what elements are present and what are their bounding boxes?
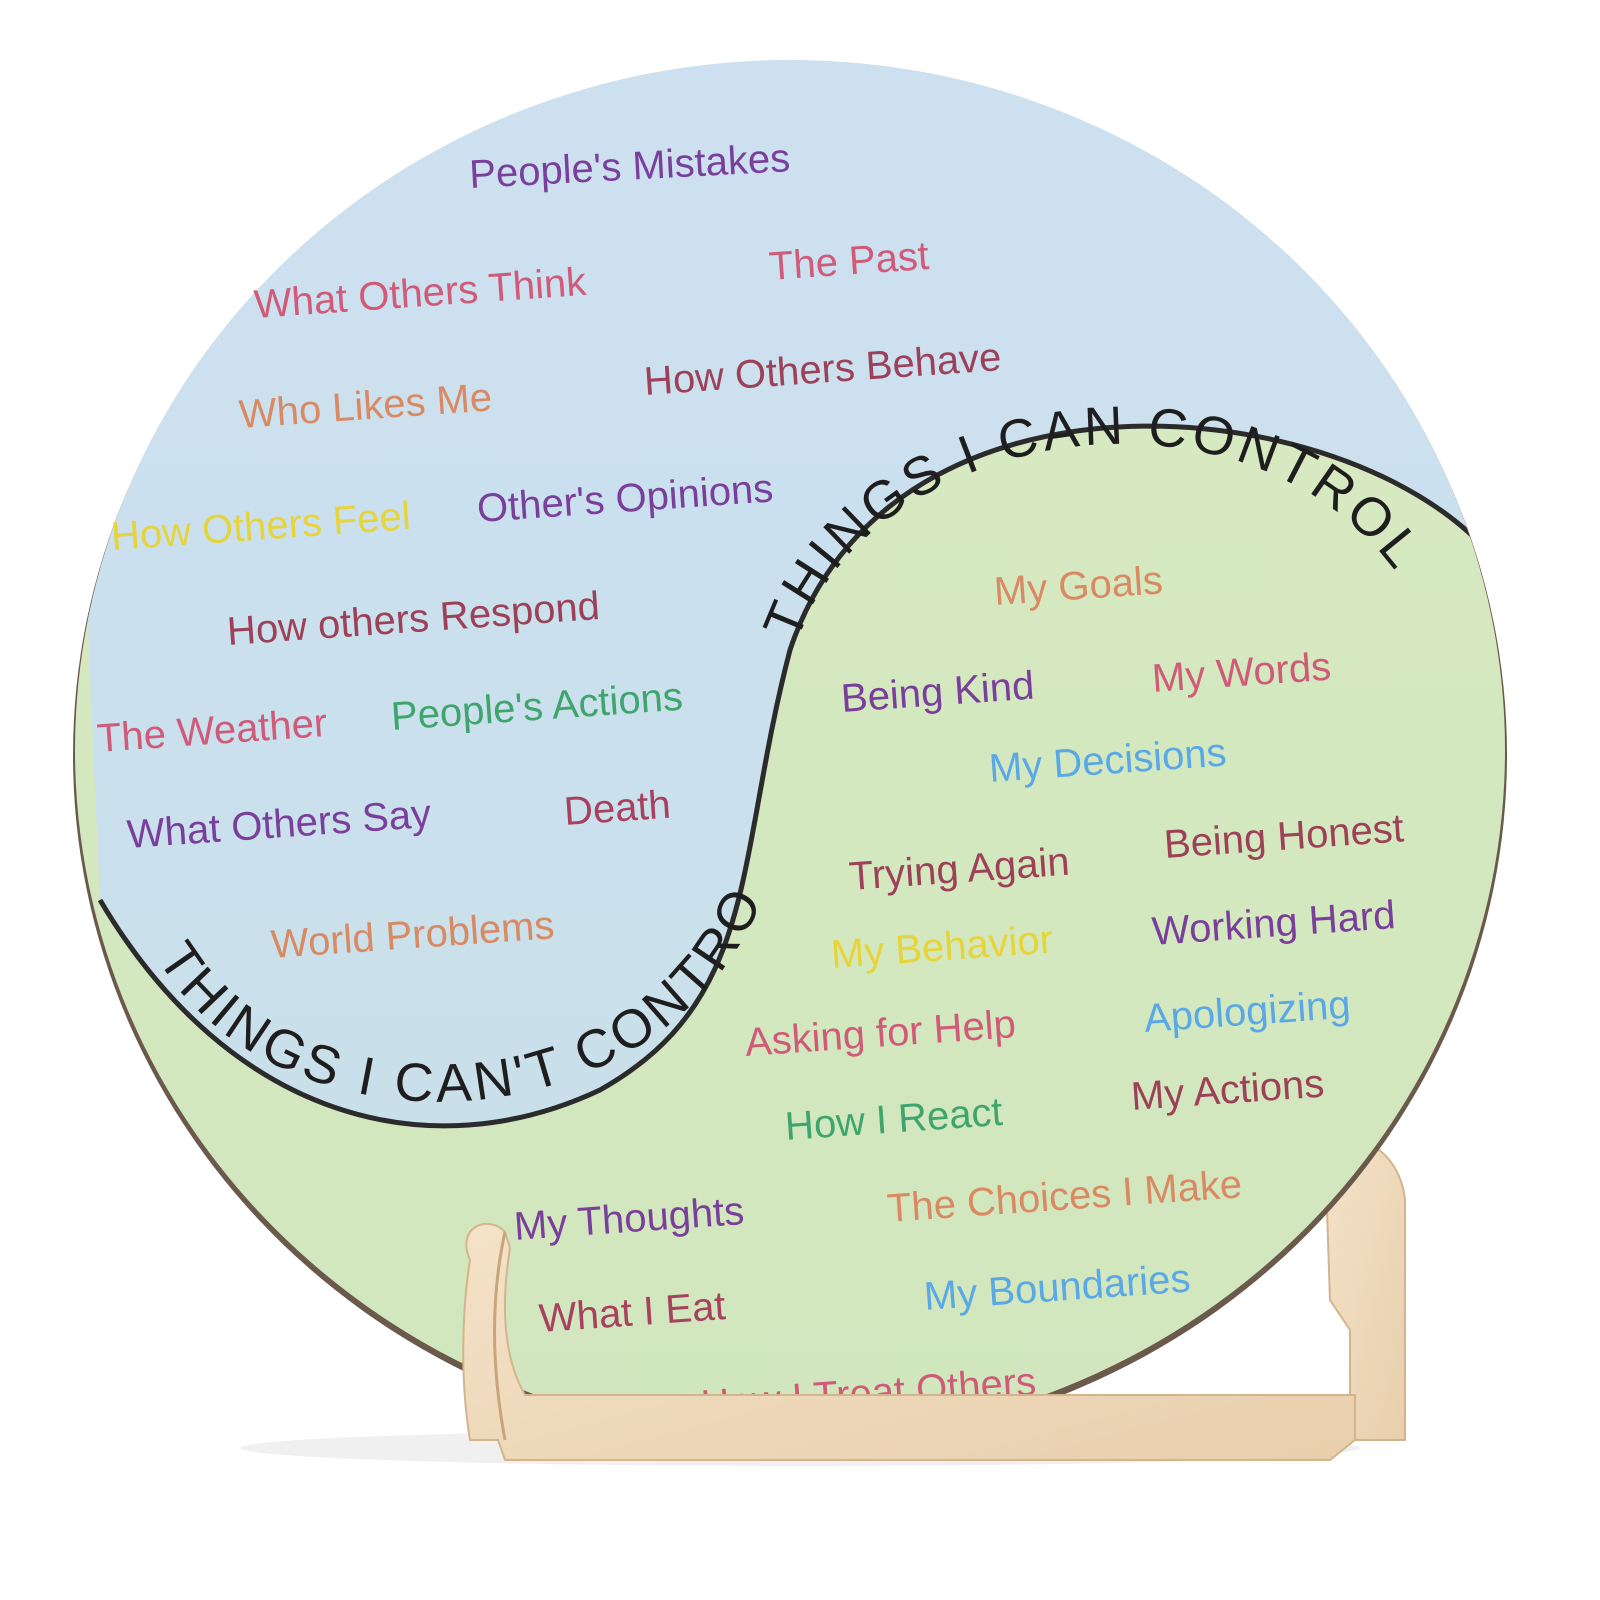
stand-front-leg xyxy=(462,1222,1356,1461)
cant-control-region xyxy=(75,60,1505,1126)
cant-item-11: Death xyxy=(563,783,673,834)
stand-front-leg-edge xyxy=(492,1231,507,1441)
divider-curve xyxy=(97,423,1505,1129)
